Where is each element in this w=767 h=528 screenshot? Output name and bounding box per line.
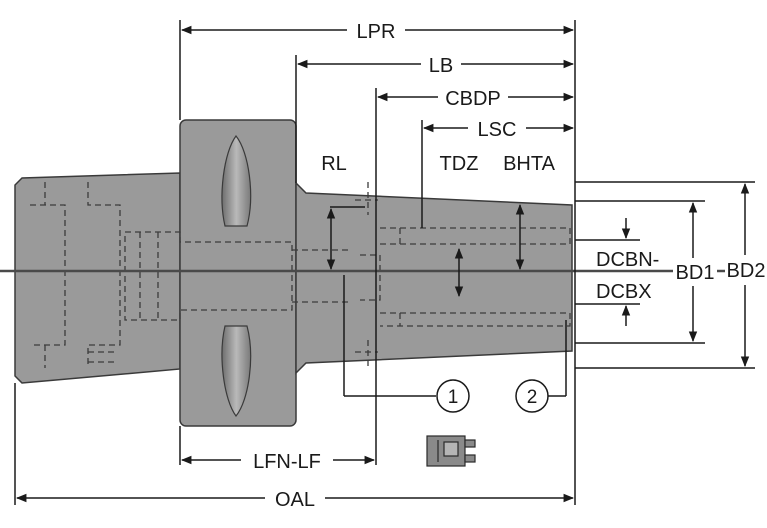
label-lsc: LSC: [478, 119, 517, 141]
drive-slot-top: [221, 135, 252, 227]
drive-slot-bottom: [221, 325, 252, 417]
hidden-lines: [30, 182, 571, 370]
label-dcbn: DCBN-: [596, 249, 659, 271]
label-oal: OAL: [275, 489, 315, 511]
callout-1-number: 1: [448, 387, 459, 408]
label-masks: [241, 20, 767, 510]
label-bd2: BD2: [727, 260, 766, 282]
label-lb: LB: [429, 55, 453, 77]
label-tdz: TDZ: [440, 153, 479, 175]
label-lpr: LPR: [357, 21, 396, 43]
callout-2: 2: [515, 379, 549, 413]
label-rl: RL: [321, 153, 347, 175]
label-cbdp: CBDP: [445, 88, 501, 110]
nose-extension: [295, 181, 573, 375]
coolant-screw-icon: [426, 435, 476, 467]
label-dcbx: DCBX: [596, 281, 652, 303]
holder-body: [14, 119, 573, 427]
callout-2-number: 2: [527, 387, 538, 408]
label-bd1: BD1: [676, 262, 715, 284]
label-lfn-lf: LFN-LF: [253, 451, 321, 473]
callout-1: 1: [436, 379, 470, 413]
label-bhta: BHTA: [503, 153, 556, 175]
